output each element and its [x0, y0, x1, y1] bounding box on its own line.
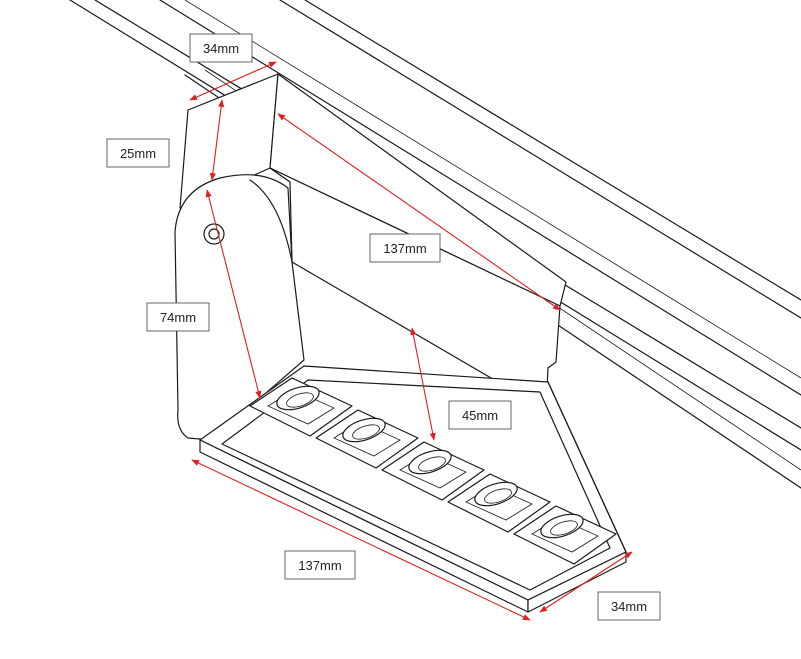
label-body-length-text: 137mm — [383, 241, 426, 256]
dim-head-height — [209, 99, 225, 181]
label-bottom-length-text: 137mm — [298, 558, 341, 573]
label-top-width-text: 34mm — [203, 41, 239, 56]
label-body-length: 137mm — [369, 233, 441, 263]
label-arm-length: 74mm — [146, 302, 210, 332]
label-bottom-length: 137mm — [284, 550, 356, 580]
led-lens — [342, 417, 386, 443]
label-body-depth-text: 45mm — [462, 408, 498, 423]
led-cell — [315, 409, 419, 469]
label-body-depth: 45mm — [448, 400, 512, 430]
dim-top-width — [189, 61, 277, 101]
led-cell — [249, 377, 353, 437]
dim-bottom-width — [539, 551, 633, 613]
led-lens — [540, 513, 584, 539]
label-arm-length-text: 74mm — [160, 310, 196, 325]
dim-body-length — [277, 113, 561, 311]
led-lens — [276, 385, 320, 411]
label-top-width: 34mm — [189, 33, 253, 63]
label-bottom-width-text: 34mm — [611, 599, 647, 614]
label-head-height-text: 25mm — [120, 146, 156, 161]
label-bottom-width: 34mm — [597, 591, 661, 621]
dimension-lines — [189, 61, 633, 621]
dim-bottom-length — [191, 459, 531, 621]
dim-arm-length — [205, 189, 262, 399]
label-head-height: 25mm — [106, 138, 170, 168]
dim-body-depth — [410, 327, 436, 441]
